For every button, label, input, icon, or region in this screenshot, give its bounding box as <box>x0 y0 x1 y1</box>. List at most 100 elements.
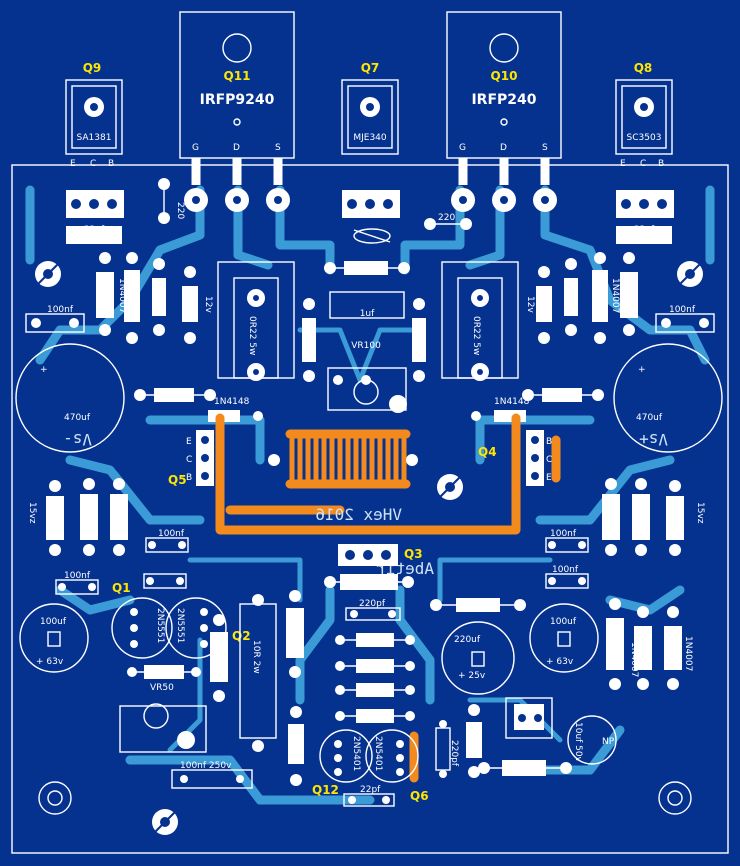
res-680-label: 680 <box>357 265 374 275</box>
vplus-label: Vs+ <box>639 430 668 449</box>
res-3k6-right-a-label: 3k6 0.5w <box>603 498 613 539</box>
q4-transistor: Q4 B C E <box>478 430 552 486</box>
res-0r22-right: 0R22 5w <box>441 261 519 381</box>
cap-22pf-label: 22pf <box>360 785 381 795</box>
t-2n5401-b-label: 2N5401 <box>373 736 383 771</box>
res-22-05w-left: 22 0.5w <box>124 252 140 344</box>
res-22-right: 22 <box>564 258 578 336</box>
diode-1n4148-right-label: 1N4148 <box>494 397 530 407</box>
diode-1n4007-bottom-b: 1N4007 <box>664 606 693 690</box>
q7-transistor: Q7 MJE340 <box>341 61 400 218</box>
cap-33pf-left-label: 33pf <box>84 225 105 235</box>
cap-220pf: 220pf <box>345 599 401 621</box>
ground-symbol-right <box>677 261 703 287</box>
res-2k2-label: 2k2 0.5w <box>211 636 221 677</box>
vminus-label: Vs- <box>63 430 92 449</box>
cap-220uf-label: 220uf <box>454 635 481 645</box>
q12-ref: Q12 <box>312 783 339 797</box>
res-1k-bottom-label: 1k <box>519 765 531 775</box>
cap-1uf: 1uf <box>329 291 405 319</box>
trimmer-vr100: VR100 <box>327 341 407 413</box>
cap-100nf-mid-right-a-label: 100nf <box>550 529 577 539</box>
cap-100nf-mid-right-b: 100nf <box>545 565 589 589</box>
diode-1n4007-left: 1N4007 <box>96 252 127 336</box>
output-inductor <box>268 429 418 489</box>
res-1k8: 1k8 <box>412 298 426 382</box>
res-27k-label: 27k <box>467 728 477 745</box>
cap-33pf-right-label: 33pf <box>634 225 655 235</box>
res-100-vertical-label: 100 <box>289 734 299 751</box>
q11-pin-g: G <box>192 143 199 153</box>
cap-100uf-left: 100uf + 63v <box>19 603 89 673</box>
res-220-right: 220 <box>424 213 472 230</box>
cap-22pf: 22pf <box>343 785 395 807</box>
q8-pin-c: C <box>640 159 646 169</box>
q11-mosfet: Q11 IRFP9240 G D S <box>179 11 295 212</box>
q9-transistor: Q9 SA1381 E C B <box>65 61 124 218</box>
res-680: 680 <box>324 261 410 275</box>
res-220-left-label: 220 <box>175 202 185 219</box>
t-2n5401-a-label: 2N5401 <box>351 736 361 771</box>
q9-part: SA1381 <box>77 133 112 143</box>
q8-pin-e: E <box>620 159 626 169</box>
q5-pin-b: B <box>186 473 192 483</box>
res-1k-a: 1k <box>335 633 415 647</box>
q10-pin-d: D <box>500 143 507 153</box>
q5-ref: Q5 <box>168 473 187 487</box>
q10-mosfet: Q10 IRFP240 G D S <box>446 11 562 212</box>
signature-text: VHex 2016 <box>315 505 402 524</box>
res-0r22-left: 0R22 5w <box>217 261 295 381</box>
zener-15v-right: 15vz <box>666 480 705 556</box>
res-200-right: 200 <box>522 388 604 402</box>
res-1k8-label: 1k8 <box>412 332 422 349</box>
cap-470uf-right: + 470uf Vs+ <box>613 343 723 453</box>
ground-symbol-left <box>35 261 61 287</box>
res-10-05w-label: 10 0.5w <box>607 622 617 658</box>
cap-100uf-right: 100uf + 63v <box>529 603 599 673</box>
q7-part: MJE340 <box>353 133 387 143</box>
res-100-vertical: 100 <box>288 706 304 786</box>
q5-pin-c: C <box>186 455 192 465</box>
cap-100uf-left-voltage: + 63v <box>36 657 64 667</box>
res-3k6-left-a-label: 3k6 0.5w <box>81 498 91 539</box>
res-27: 27 0.5w <box>286 590 304 678</box>
q4-pin-c: C <box>546 455 552 465</box>
q9-pin-b: B <box>108 159 114 169</box>
cap-100nf-mid-left-c <box>143 573 187 589</box>
res-1k-b-label: 1k <box>370 713 382 723</box>
zener-15v-right-label: 15vz <box>695 502 705 524</box>
res-22-left-label: 22 <box>153 290 163 301</box>
q7-ref: Q7 <box>361 61 380 75</box>
diode-1n4007-left-label: 1N4007 <box>117 278 127 313</box>
res-200-right-label: 200 <box>553 392 570 402</box>
res-100-a-label: 100 <box>366 663 383 673</box>
res-22-05w-right-label: 22 0.5w <box>593 276 603 312</box>
q4-ref: Q4 <box>478 445 497 459</box>
t-2n5551-b-label: 2N5551 <box>175 608 185 643</box>
res-510-label: 510 <box>302 332 312 349</box>
q10-part: IRFP240 <box>471 92 536 108</box>
res-10r-2w: 10R 2w <box>239 594 277 752</box>
res-3k6-left-a: 3k6 0.5w <box>80 478 98 556</box>
res-1k-b: 1k <box>335 709 415 723</box>
zener-15v-left: 15vz <box>27 480 64 556</box>
cap-10uf-np-label: NP <box>602 737 615 747</box>
zener-12v-right-label: 12v <box>525 296 535 313</box>
res-100-a: 100 <box>335 659 415 673</box>
res-3k6-left-b: 3k6 0.5w <box>110 478 128 556</box>
q5-transistor: Q5 E C B <box>168 430 214 487</box>
q11-part: IRFP9240 <box>200 92 275 108</box>
cap-100nf-250v: 100nf 250v <box>171 761 253 789</box>
cap-220uf: 220uf + 25v <box>441 621 515 695</box>
q2-ref: Q2 <box>232 629 251 643</box>
q3-ref: Q3 <box>404 547 423 561</box>
cap-1uf-label: 1uf <box>360 309 375 319</box>
mounting-hole-bottom-left <box>38 781 72 815</box>
res-22-left: 22 <box>152 258 166 336</box>
diode-1n4007-right-label: 1N4007 <box>610 278 620 313</box>
q1-ref: Q1 <box>112 581 131 595</box>
cap-220uf-voltage: + 25v <box>458 671 486 681</box>
zener-12v-right: 12v <box>525 266 552 344</box>
zener-15v-left-label: 15vz <box>27 502 37 524</box>
